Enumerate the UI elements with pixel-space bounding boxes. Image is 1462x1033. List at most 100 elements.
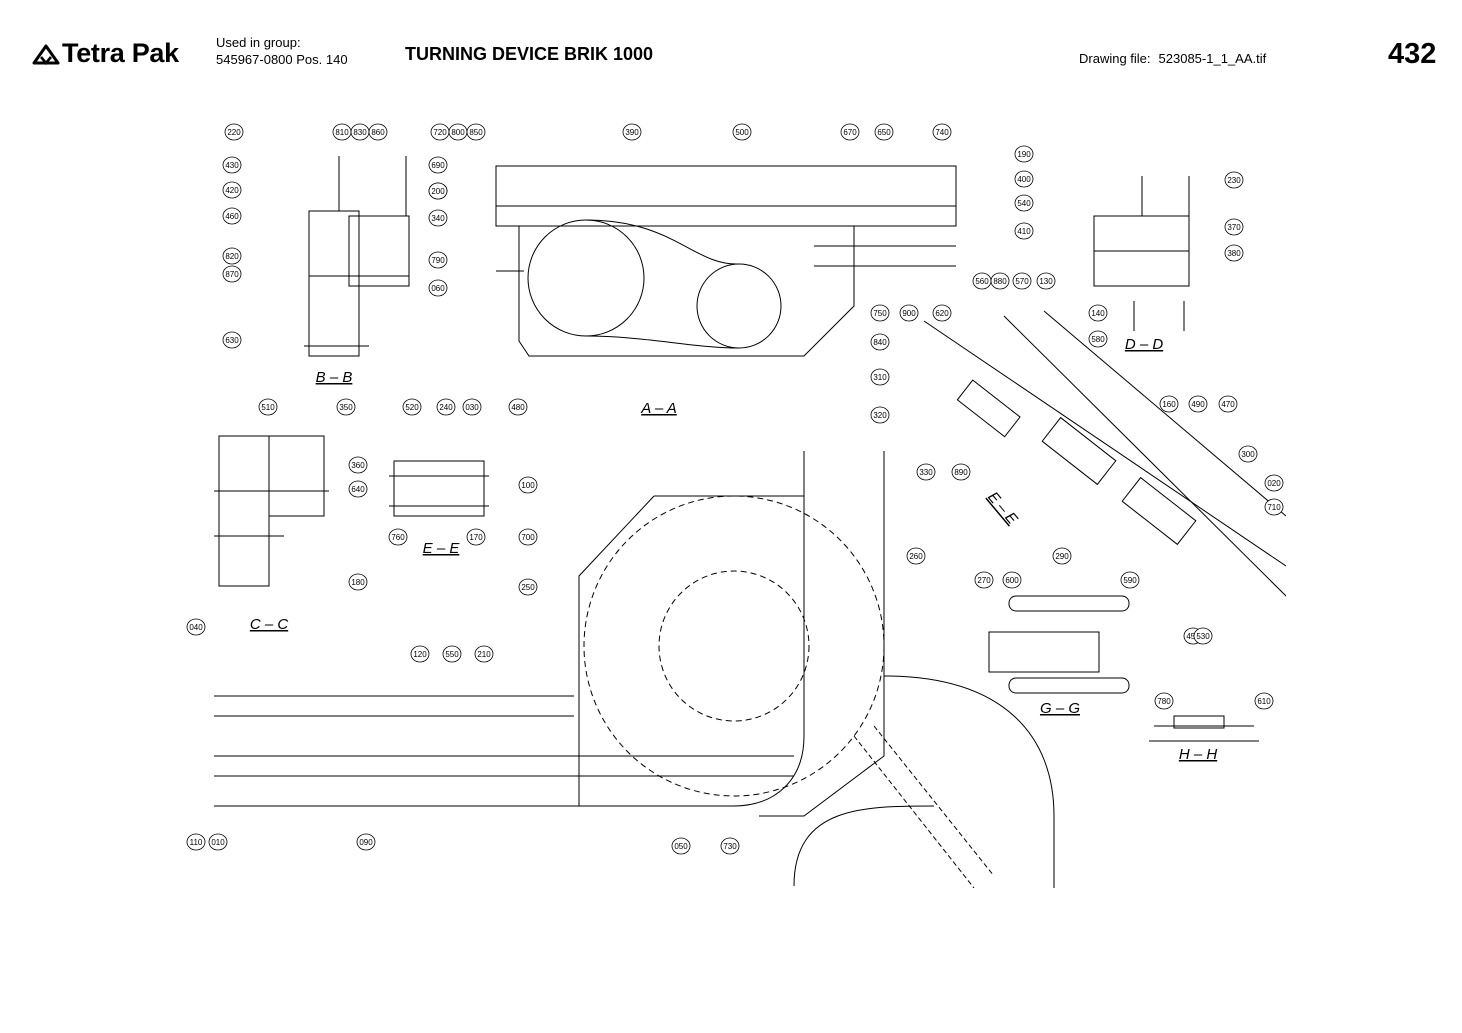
callout-circle	[410, 645, 430, 663]
callout-number: 240	[439, 403, 453, 412]
callout-number: 860	[371, 128, 385, 137]
part-callout-560: 560	[972, 272, 992, 290]
callout-circle	[518, 528, 538, 546]
callout-number: 850	[469, 128, 483, 137]
part-callout-180: 180	[348, 573, 368, 591]
callout-circle	[428, 156, 448, 174]
part-callout-510: 510	[258, 398, 278, 416]
callout-number: 550	[445, 650, 459, 659]
callout-number: 250	[521, 583, 535, 592]
group-value: 545967-0800 Pos. 140	[216, 52, 348, 67]
callout-circle	[916, 463, 936, 481]
callout-number: 100	[521, 481, 535, 490]
part-callout-780: 780	[1154, 692, 1174, 710]
callout-circle	[224, 123, 244, 141]
section-label: C – C	[250, 616, 289, 633]
part-callout-370: 370	[1224, 218, 1244, 236]
drawing-file-value: 523085-1_1_AA.tif	[1158, 51, 1267, 66]
callout-number: 030	[465, 403, 479, 412]
callout-circle	[428, 182, 448, 200]
callout-circle	[870, 368, 890, 386]
callout-number: 700	[521, 533, 535, 542]
part-callout-540: 540	[1014, 194, 1034, 212]
callout-circle	[622, 123, 642, 141]
callout-number: 590	[1123, 576, 1137, 585]
callout-number: 830	[353, 128, 367, 137]
callout-circle	[368, 123, 388, 141]
callout-circle	[222, 265, 242, 283]
callout-circle	[508, 398, 528, 416]
callout-circle	[1264, 474, 1284, 492]
callout-number: 170	[469, 533, 483, 542]
part-callout-350: 350	[336, 398, 356, 416]
part-callout-870: 870	[222, 265, 242, 283]
callout-circle	[1218, 395, 1238, 413]
callout-number: 320	[873, 411, 887, 420]
part-callout-040: 040	[186, 618, 206, 636]
part-callout-190: 190	[1014, 145, 1034, 163]
part-callout-700: 700	[518, 528, 538, 546]
part-callout-410: 410	[1014, 222, 1034, 240]
callout-number: 760	[391, 533, 405, 542]
drawing-linework	[214, 156, 1286, 888]
part-callout-130: 130	[1036, 272, 1056, 290]
callout-number: 880	[993, 277, 1007, 286]
callout-number: 470	[1221, 400, 1235, 409]
part-callout-320: 320	[870, 406, 890, 424]
callout-circle	[348, 573, 368, 591]
callout-circle	[990, 272, 1010, 290]
callout-number: 650	[877, 128, 891, 137]
callout-number: 740	[935, 128, 949, 137]
part-callout-880: 880	[990, 272, 1010, 290]
callout-circle	[899, 304, 919, 322]
callout-circle	[974, 571, 994, 589]
part-callout-260: 260	[906, 547, 926, 565]
callout-circle	[402, 398, 422, 416]
callout-circle	[1014, 194, 1034, 212]
part-callout-640: 640	[348, 480, 368, 498]
callout-circle	[208, 833, 228, 851]
callout-circle	[874, 123, 894, 141]
part-callout-760: 760	[388, 528, 408, 546]
callout-circle	[1193, 627, 1213, 645]
callout-number: 110	[190, 838, 203, 847]
callout-circle	[436, 398, 456, 416]
callout-number: 290	[1055, 552, 1069, 561]
callout-circle	[870, 406, 890, 424]
part-callout-270: 270	[974, 571, 994, 589]
part-callout-240: 240	[436, 398, 456, 416]
callout-number: 730	[723, 842, 737, 851]
callout-number: 420	[225, 186, 239, 195]
part-callout-230: 230	[1224, 171, 1244, 189]
callout-number: 230	[1227, 176, 1241, 185]
part-callout-470: 470	[1218, 395, 1238, 413]
part-callout-690: 690	[428, 156, 448, 174]
callout-circle	[932, 123, 952, 141]
callout-number: 840	[873, 338, 887, 347]
part-callout-500: 500	[732, 123, 752, 141]
callout-circle	[222, 207, 242, 225]
part-callout-810: 810	[332, 123, 352, 141]
part-callout-750: 750	[870, 304, 890, 322]
callout-number: 610	[1257, 697, 1271, 706]
part-callout-170: 170	[466, 528, 486, 546]
section-label: B – B	[316, 369, 353, 386]
callout-circle	[1264, 498, 1284, 516]
callout-circle	[222, 247, 242, 265]
page-number: 432	[1388, 38, 1437, 70]
callout-number: 090	[359, 838, 373, 847]
callout-circle	[1012, 272, 1032, 290]
callout-circle	[951, 463, 971, 481]
part-callout-300: 300	[1238, 445, 1258, 463]
part-callout-290: 290	[1052, 547, 1072, 565]
callout-number: 450	[1186, 632, 1200, 641]
part-callout-460: 460	[222, 207, 242, 225]
section-label: G – G	[1040, 700, 1080, 717]
callout-circle	[336, 398, 356, 416]
callout-circle	[518, 476, 538, 494]
part-callout-480: 480	[508, 398, 528, 416]
callout-number: 640	[351, 485, 365, 494]
part-callout-250: 250	[518, 578, 538, 596]
callout-circle	[1159, 395, 1179, 413]
